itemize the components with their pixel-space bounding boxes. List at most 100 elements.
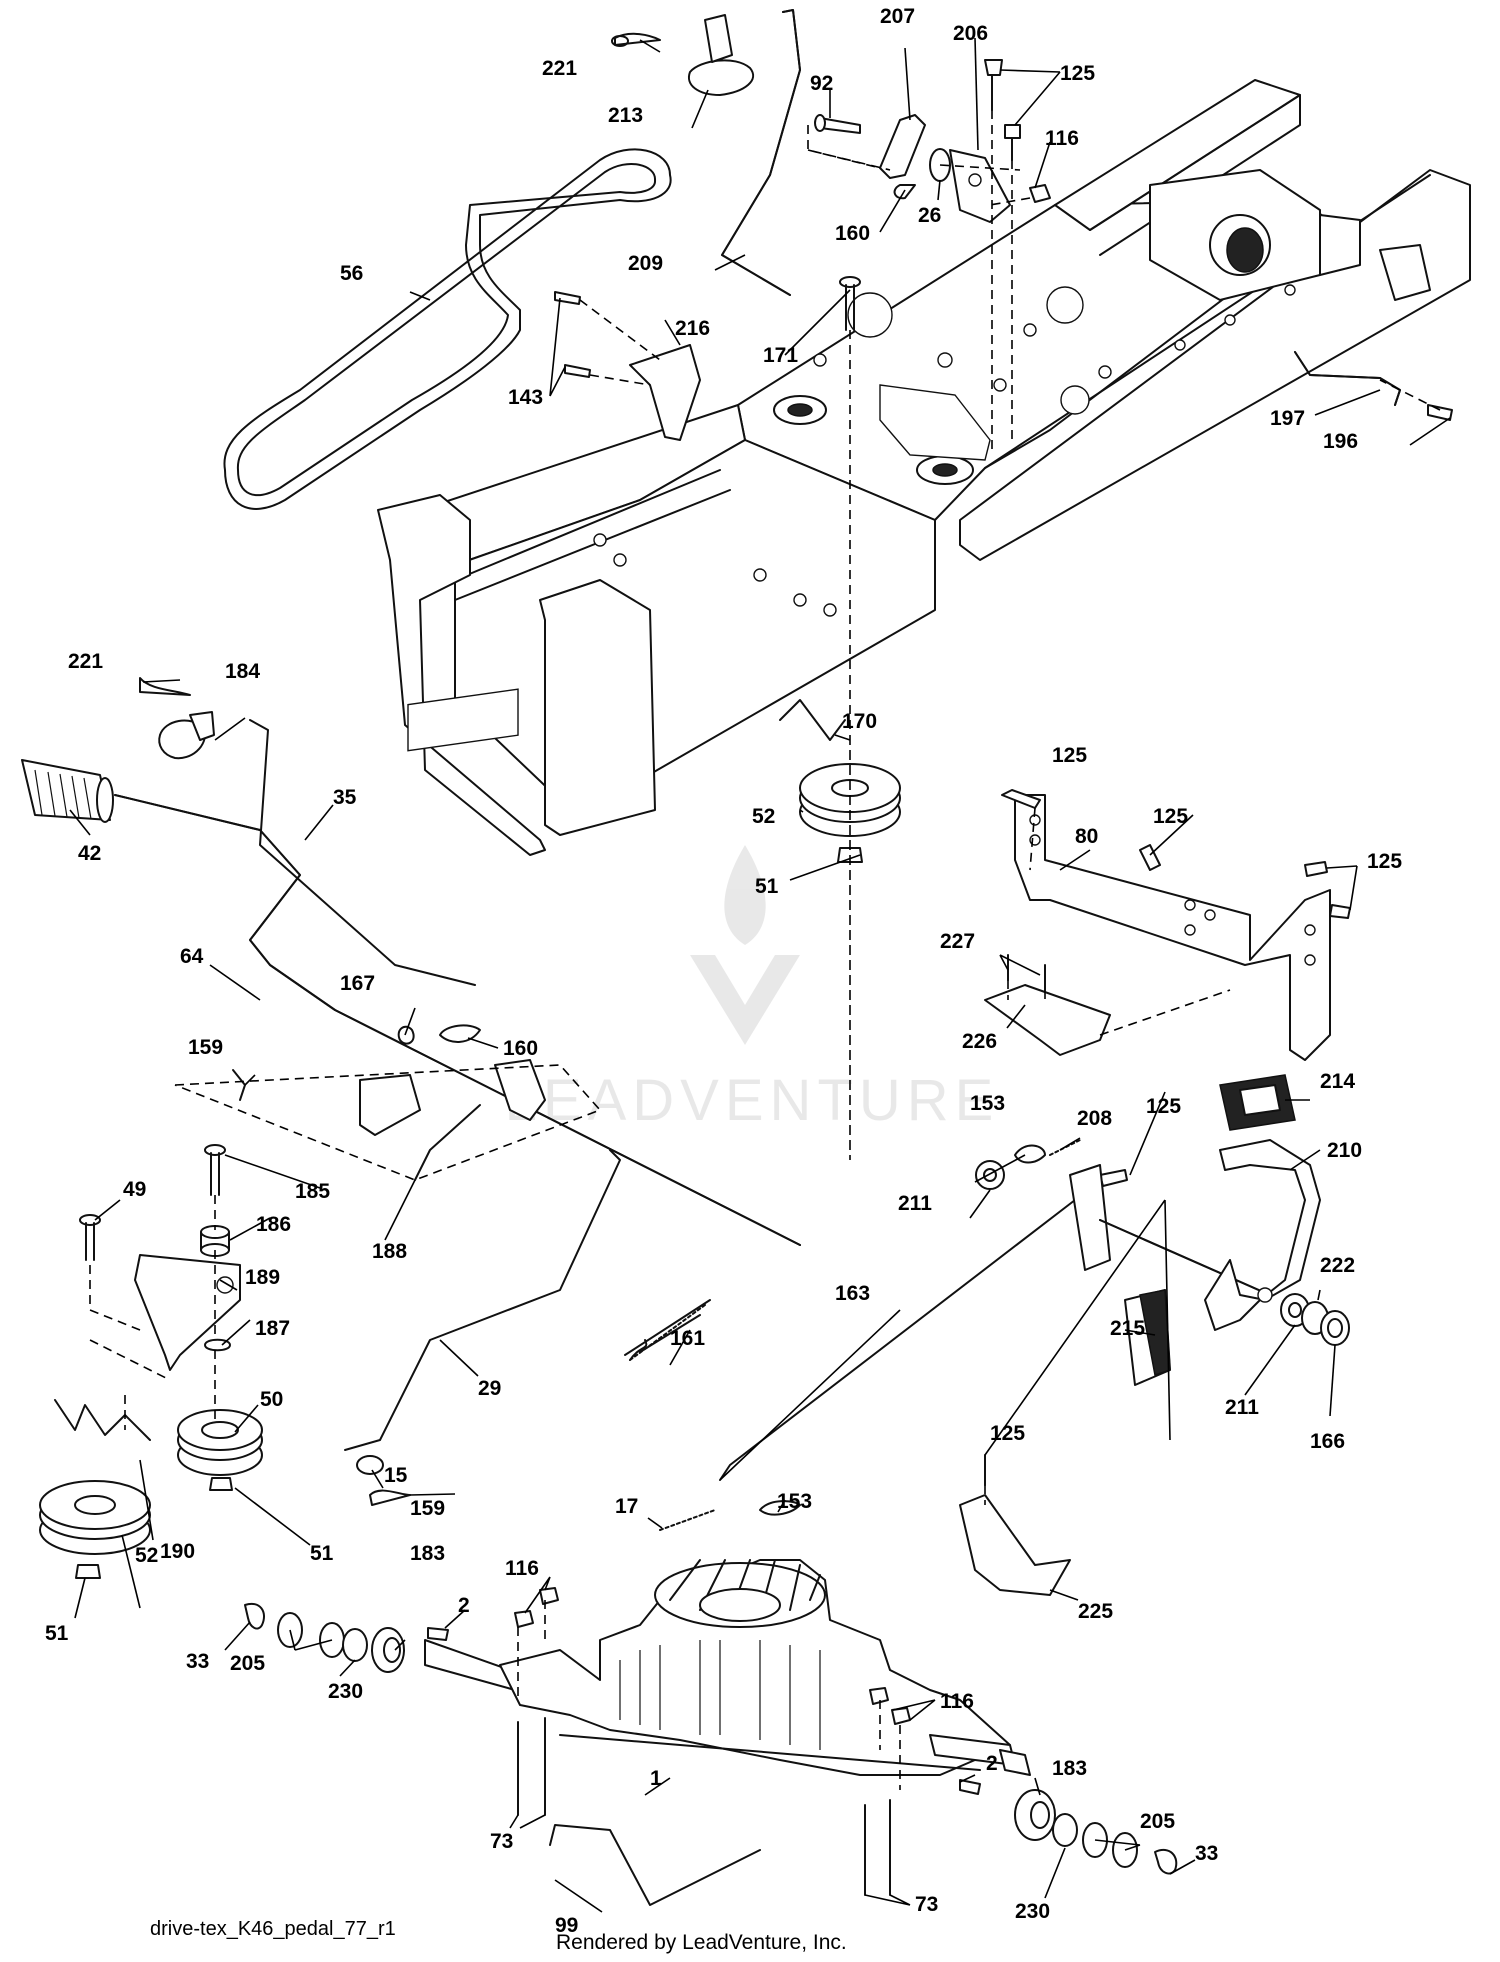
callout: 125	[1052, 744, 1087, 767]
clip-153-right	[1014, 1144, 1046, 1164]
rendered-by: Rendered by LeadVenture, Inc.	[556, 1931, 847, 1954]
pedal-pad-214	[1219, 1074, 1296, 1131]
watermark-text: LEADVENTURE	[505, 1068, 1000, 1133]
callout: 153	[777, 1490, 812, 1513]
callout: 167	[340, 972, 375, 995]
screw-143-b	[564, 364, 591, 378]
callout: 221	[68, 650, 103, 673]
callout: 143	[508, 386, 543, 409]
nut-116-a	[539, 1587, 559, 1605]
grip-42	[21, 759, 114, 823]
key-2-right	[959, 1779, 981, 1795]
bolt-196	[1427, 404, 1453, 421]
callout: 92	[810, 72, 833, 95]
callout: 186	[256, 1213, 291, 1236]
callout: 125	[1367, 850, 1402, 873]
callout: 51	[310, 1542, 334, 1565]
callout: 42	[78, 842, 101, 865]
callout: 215	[1110, 1317, 1145, 1340]
callout: 205	[230, 1652, 265, 1675]
callout: 125	[1146, 1095, 1181, 1118]
spring-208	[1049, 1139, 1081, 1156]
callout: 225	[1078, 1600, 1113, 1623]
bolt-125-right-c	[1304, 861, 1328, 877]
callout: 211	[898, 1192, 932, 1215]
callout: 125	[1060, 62, 1095, 85]
pin-92	[819, 117, 861, 134]
callout: 50	[260, 1388, 283, 1411]
idler-arm-190	[54, 1399, 151, 1441]
callout: 221	[542, 57, 577, 80]
callout: 213	[608, 104, 643, 127]
callout: 2	[458, 1594, 470, 1617]
callout: 197	[1270, 407, 1305, 430]
callout: 51	[755, 875, 779, 898]
callout: 116	[940, 1690, 974, 1713]
callout: 159	[410, 1497, 445, 1520]
pin-159-top	[232, 1069, 246, 1101]
callout: 211	[1225, 1396, 1259, 1419]
callout: 226	[962, 1030, 997, 1053]
callout: 33	[186, 1650, 209, 1673]
callout: 52	[135, 1544, 158, 1567]
bolt-185	[204, 1144, 226, 1196]
callout: 125	[990, 1422, 1025, 1445]
callout: 210	[1327, 1139, 1362, 1162]
spring-17	[659, 1509, 716, 1531]
callout: 205	[1140, 1810, 1175, 1833]
bolt-125-right-a	[1001, 789, 1041, 809]
callout: 190	[160, 1540, 195, 1563]
rod-35	[249, 719, 476, 986]
knob-184	[158, 711, 215, 760]
callout: 170	[842, 710, 877, 733]
callout: 230	[328, 1680, 363, 1703]
screw-143-a	[554, 291, 581, 305]
callout: 64	[180, 945, 204, 968]
callout: 188	[372, 1240, 407, 1263]
nut-116-b	[514, 1610, 534, 1628]
callout: 99	[555, 1914, 578, 1937]
clip-33-right	[1154, 1849, 1178, 1875]
washer-230-right	[1052, 1813, 1078, 1847]
bracket-189	[134, 1254, 241, 1371]
bracket-225	[959, 1494, 1071, 1596]
callout: 116	[1045, 127, 1079, 150]
pulley-52-left	[39, 1480, 151, 1555]
callout: 222	[1320, 1254, 1355, 1277]
rod-163	[719, 1184, 1091, 1481]
rod-29	[344, 1149, 621, 1451]
callout: 73	[490, 1830, 513, 1853]
bolt-125-pedal	[1099, 1169, 1128, 1187]
bracket-206	[949, 149, 1011, 223]
lift-knob-213	[687, 14, 755, 96]
callout: 166	[1310, 1430, 1345, 1453]
callout: 35	[333, 786, 357, 809]
assembly-guides	[89, 110, 1441, 1790]
bolt-49	[79, 1214, 101, 1261]
callout: 163	[835, 1282, 870, 1305]
callout: 153	[970, 1092, 1005, 1115]
bolt-125-right-b	[1139, 844, 1161, 871]
callout: 49	[123, 1178, 146, 1201]
clip-160-top	[893, 184, 916, 200]
callout: 161	[670, 1327, 705, 1350]
callout: 183	[410, 1542, 445, 1565]
diagram-id: drive-tex_K46_pedal_77_r1	[150, 1918, 396, 1940]
washer-230-left	[342, 1628, 368, 1662]
washer-167	[397, 1025, 415, 1045]
callout: 125	[1153, 805, 1188, 828]
callout: 73	[915, 1893, 938, 1916]
nut-116-top	[1029, 184, 1051, 203]
callout: 116	[505, 1557, 539, 1580]
bracket-226	[984, 984, 1111, 1056]
spring-170	[779, 699, 846, 741]
rod-188	[414, 1104, 481, 1181]
callout: 52	[752, 805, 775, 828]
callout: 183	[1052, 1757, 1087, 1780]
callout: 160	[835, 222, 870, 245]
callout: 171	[763, 344, 798, 367]
callout: 1	[650, 1767, 662, 1790]
callout: 185	[295, 1180, 330, 1203]
lever-207	[879, 114, 926, 179]
